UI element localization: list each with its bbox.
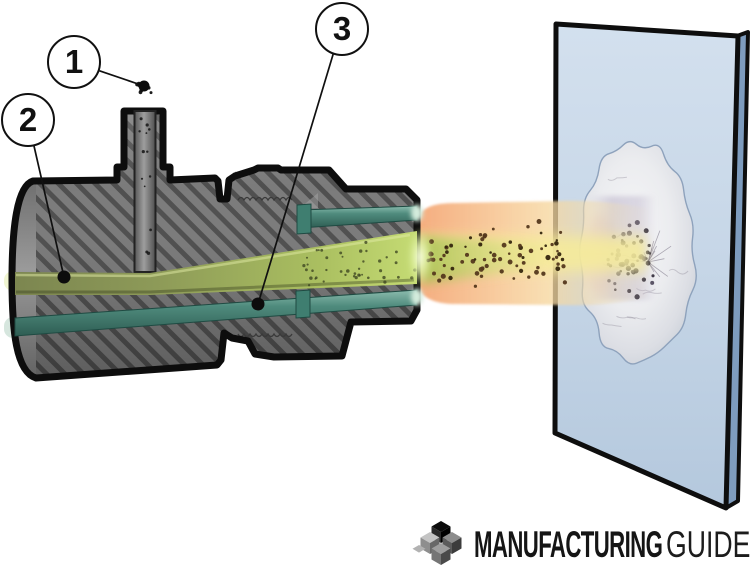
- brand-text-light: GUIDE: [666, 524, 750, 565]
- powder-flame-cone: [15, 227, 433, 295]
- leader-dot-2: [57, 270, 71, 284]
- leader-line-1: [99, 69, 145, 87]
- powder-falling-in-bore: [138, 117, 152, 255]
- feed-tubes: [14, 203, 423, 337]
- brand-wordmark: MANUFACTURING GUIDE: [0, 524, 750, 568]
- cubes-logo-icon: [412, 521, 462, 565]
- particles-in-cone: [302, 240, 417, 287]
- thread-detail-bottom: [237, 332, 293, 338]
- leader-dot-1: [138, 80, 150, 92]
- nozzle-core-glow: [407, 227, 433, 287]
- top-tube-end-glow: [411, 204, 423, 222]
- bottom-tube-end-glow: [411, 288, 423, 306]
- callout-1: 1: [47, 35, 101, 89]
- leader-dot-3: [251, 297, 265, 311]
- callout-1-number: 1: [64, 43, 84, 80]
- leader-line-2: [33, 145, 65, 278]
- callout-3-number: 3: [332, 10, 352, 47]
- cone-shadow: [16, 278, 415, 294]
- flame-plume: [415, 200, 648, 306]
- callout-2: 2: [1, 93, 55, 147]
- bottom-tube-collar: [295, 289, 311, 319]
- brand-text-bold: MANUFACTURING: [474, 524, 663, 565]
- callout-leaders: [33, 52, 335, 311]
- callout-3: 3: [315, 2, 369, 56]
- inlet-tube-bore: [133, 110, 157, 273]
- thread-detail-top: [237, 196, 293, 202]
- leader-line-3: [257, 52, 335, 305]
- top-tube-collar: [296, 203, 312, 235]
- flame-particles: [426, 219, 568, 288]
- powder-inlet-bore: [133, 110, 157, 273]
- callout-2-number: 2: [18, 101, 38, 138]
